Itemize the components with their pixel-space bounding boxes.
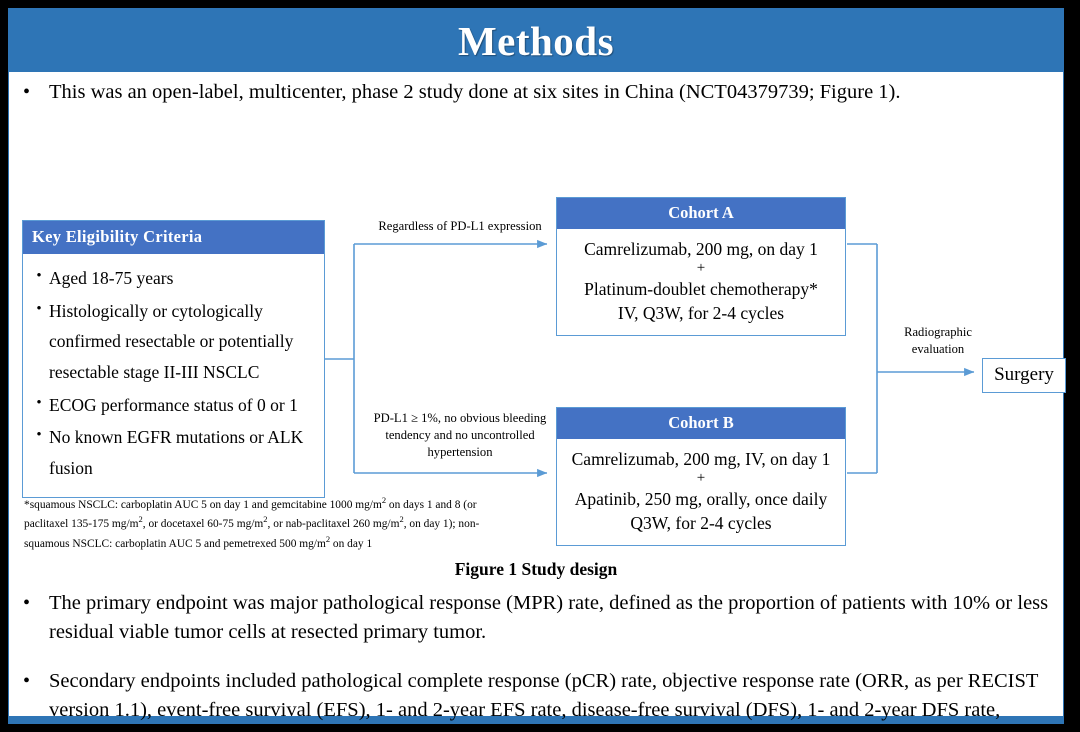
footnote-line: *squamous NSCLC: carboplatin AUC 5 on da… <box>24 495 477 511</box>
page-title: Methods <box>457 18 615 64</box>
connector-label-right: Radiographic evaluation <box>904 325 972 356</box>
cohort-a-plus: + <box>696 260 706 277</box>
cohort-b-box: Cohort B Camrelizumab, 200 mg, IV, on da… <box>556 407 846 547</box>
footnote-line: paclitaxel 135-175 mg/m2, or docetaxel 6… <box>24 514 480 531</box>
cohort-b-header: Cohort B <box>557 408 845 439</box>
cohort-b-body: Camrelizumab, 200 mg, IV, on day 1 + Apa… <box>557 439 845 545</box>
bullet-marker: • <box>36 268 42 284</box>
eligibility-header: Key Eligibility Criteria <box>23 221 324 254</box>
cohort-a-box: Cohort A Camrelizumab, 200 mg, on day 1 … <box>556 197 846 337</box>
list-item: • ECOG performance status of 0 or 1 <box>29 390 316 421</box>
surgery-label: Surgery <box>994 364 1054 385</box>
cohort-b-line-3: Q3W, for 2-4 cycles <box>630 513 772 534</box>
list-item-label: No known EGFR mutations or ALK fusion <box>49 427 304 478</box>
slide-title-banner: Methods <box>9 9 1063 73</box>
eligibility-list: • Aged 18-75 years • Histologically or c… <box>23 254 324 497</box>
cohort-b-line-2: Apatinib, 250 mg, orally, once daily <box>574 488 828 509</box>
list-item-label: Aged 18-75 years <box>49 268 174 288</box>
list-item: • Aged 18-75 years <box>29 263 316 294</box>
cohort-b-plus: + <box>696 470 706 487</box>
bullet-marker: • <box>36 427 42 444</box>
bullet-text: Secondary endpoints included pathologica… <box>49 670 1039 732</box>
cohort-a-line-2: Platinum-doublet chemotherapy* <box>584 278 818 299</box>
footnote-line: squamous NSCLC: carboplatin AUC 5 and pe… <box>24 533 373 550</box>
cohort-a-line-1: Camrelizumab, 200 mg, on day 1 <box>584 239 818 259</box>
list-item-label: Histologically or cytologically confirme… <box>49 300 294 382</box>
figure-caption: Figure 1 Study design <box>454 559 618 579</box>
cohort-a-body: Camrelizumab, 200 mg, on day 1 + Platinu… <box>557 229 845 335</box>
list-item: • Histologically or cytologically confir… <box>29 296 316 388</box>
bullet-marker: • <box>23 670 31 692</box>
study-design-figure: Key Eligibility Criteria • Aged 18-75 ye… <box>9 182 1066 562</box>
list-item: • No known EGFR mutations or ALK fusion <box>29 422 316 483</box>
connector-label-top: Regardless of PD-L1 expression <box>378 219 542 233</box>
bullet-primary-endpoint: • The primary endpoint was major patholo… <box>23 589 1059 647</box>
connector-label-bottom: PD-L1 ≥ 1%, no obvious bleeding tendency… <box>373 411 547 459</box>
bullet-text: The primary endpoint was major pathologi… <box>49 592 1049 644</box>
bullet-marker: • <box>36 394 42 411</box>
bullet-marker: • <box>36 300 42 317</box>
bullet-marker: • <box>23 592 31 614</box>
cohort-a-line-3: IV, Q3W, for 2-4 cycles <box>617 303 785 324</box>
surgery-box: Surgery <box>982 358 1066 393</box>
figure-footnote: *squamous NSCLC: carboplatin AUC 5 on da… <box>24 494 544 552</box>
eligibility-criteria-box: Key Eligibility Criteria • Aged 18-75 ye… <box>22 220 325 499</box>
bullet-text: This was an open-label, multicenter, pha… <box>49 81 901 103</box>
cohort-b-line-1: Camrelizumab, 200 mg, IV, on day 1 <box>571 449 831 469</box>
bullet-intro: • This was an open-label, multicenter, p… <box>23 78 1063 107</box>
bullet-secondary-endpoints: • Secondary endpoints included pathologi… <box>23 667 1059 732</box>
slide-content-area: • This was an open-label, multicenter, p… <box>9 72 1066 732</box>
list-item-label: ECOG performance status of 0 or 1 <box>49 394 298 415</box>
cohort-a-header: Cohort A <box>557 198 845 229</box>
bullet-marker: • <box>23 81 31 103</box>
